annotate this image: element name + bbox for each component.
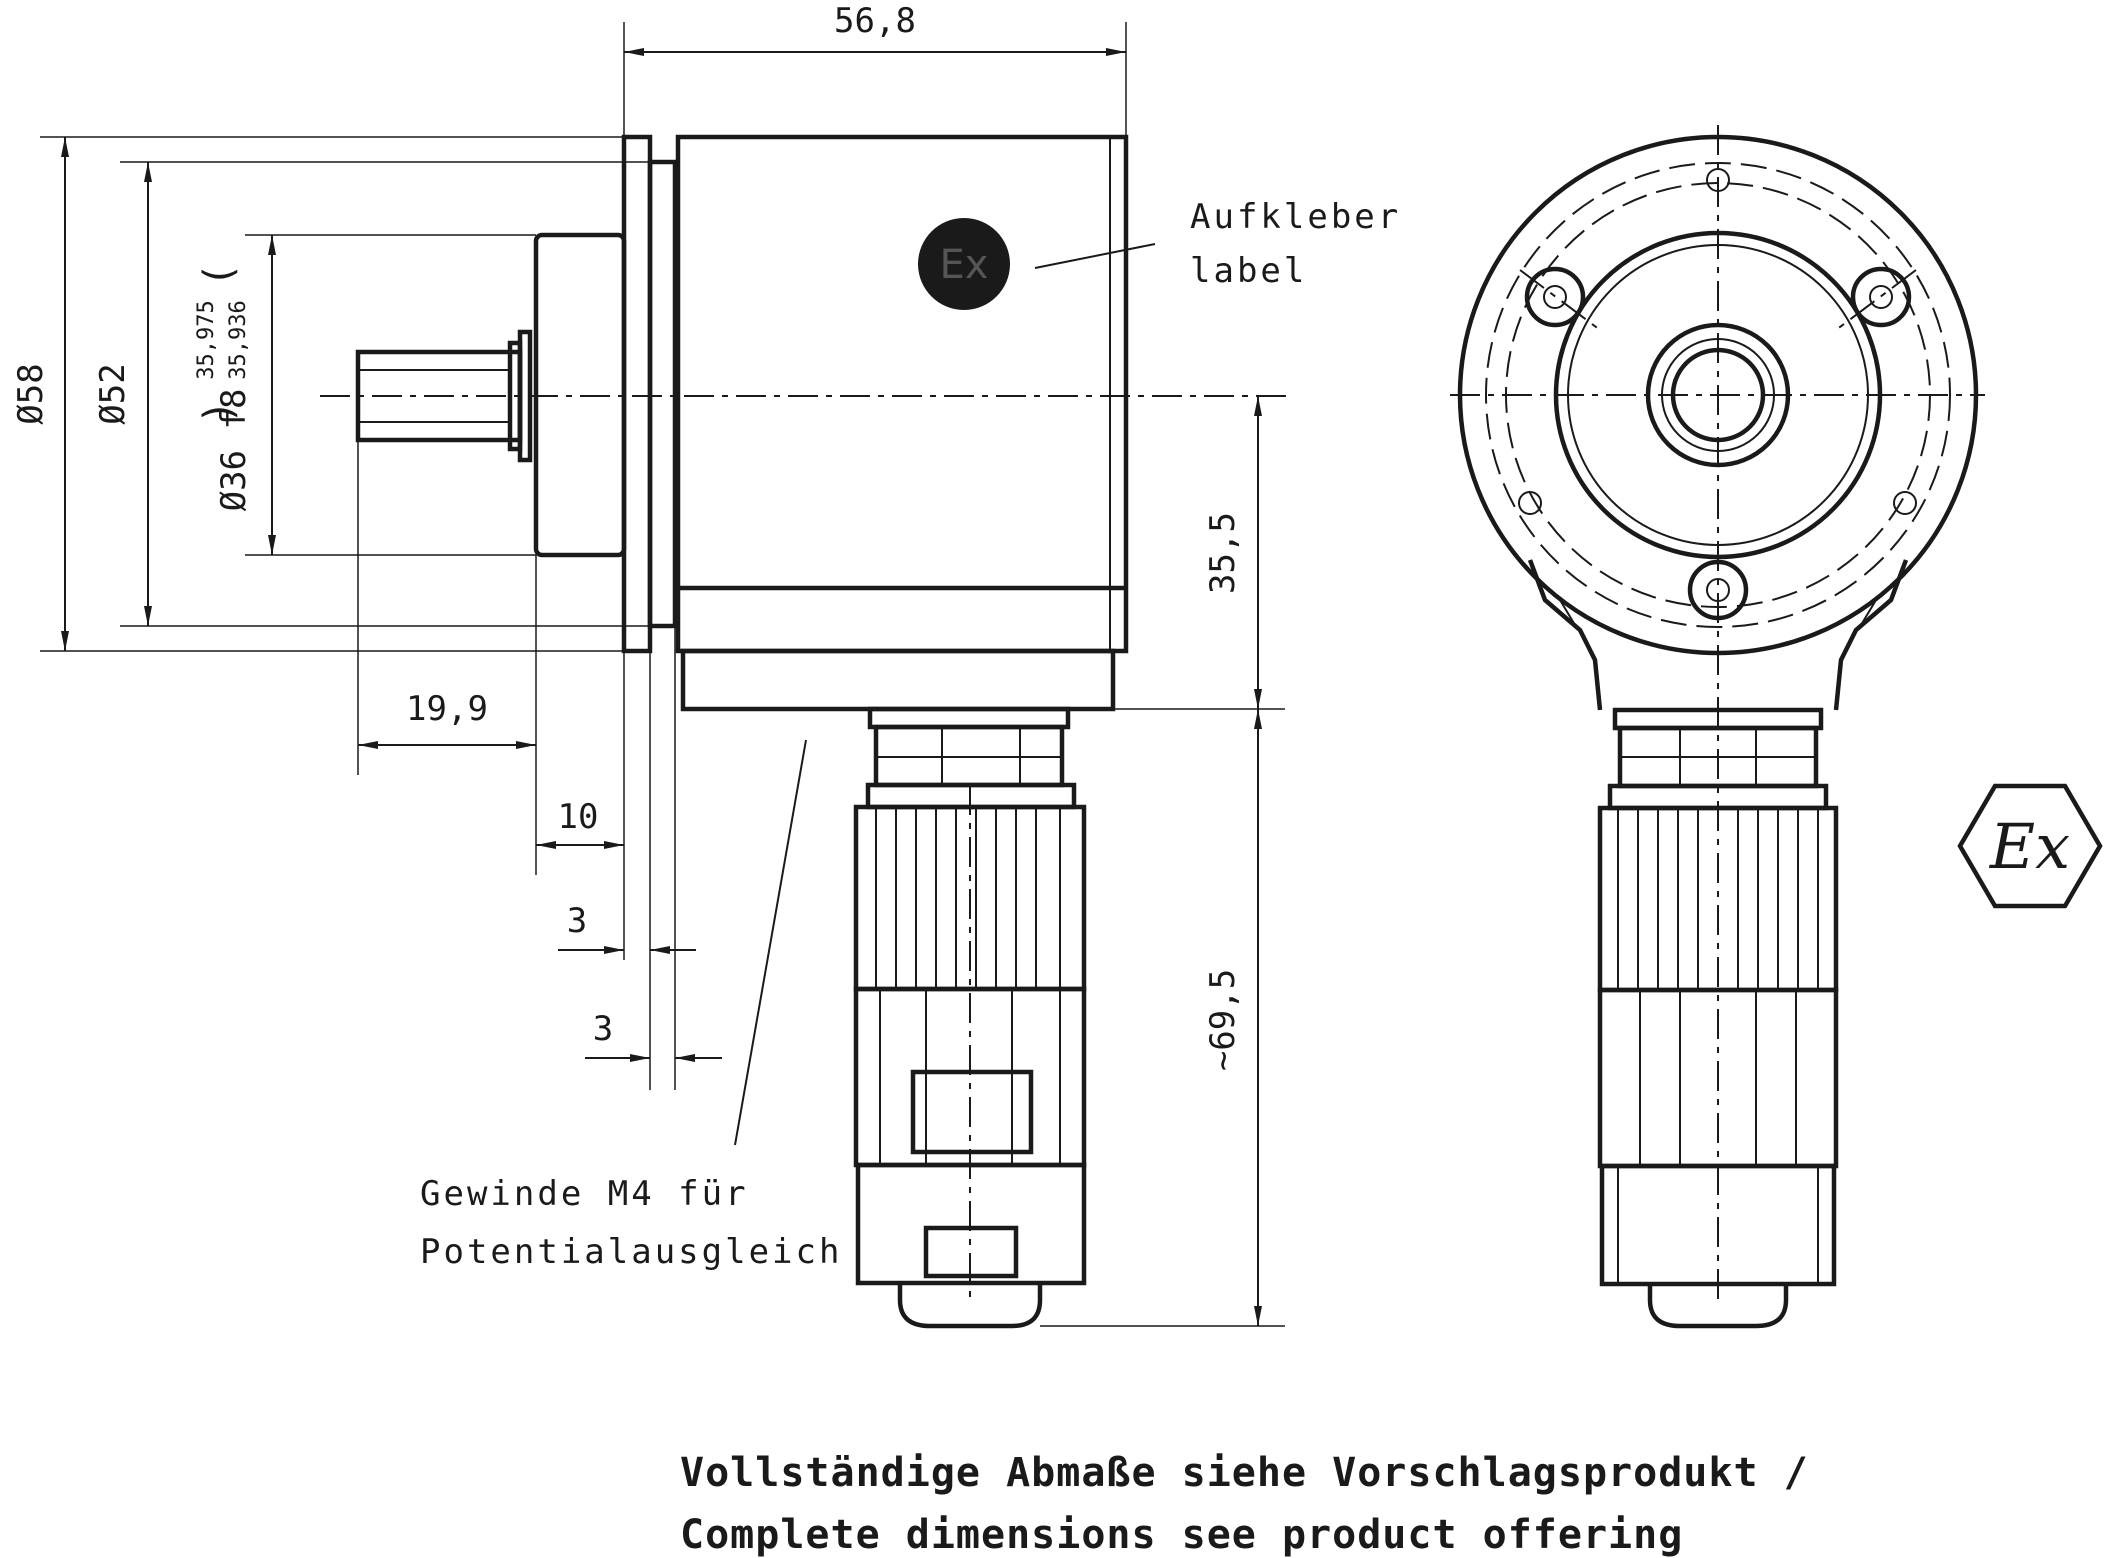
svg-text:Ex: Ex [1989,810,2070,883]
svg-text:): ) [196,400,242,424]
dim-center-to-base: 35,5 [1113,396,1285,710]
svg-text:(: ( [196,263,242,287]
svg-text:56,8: 56,8 [834,1,916,41]
label-note-de: Aufkleber [1190,197,1401,237]
svg-text:35,975: 35,975 [194,300,219,379]
front-connector [1597,707,1839,1329]
svg-text:~69,5: ~69,5 [1203,969,1243,1071]
dim-overall-length: 56,8 [623,1,1127,137]
label-sticker [918,218,1010,310]
dim-dia-52: Ø52 [93,161,650,627]
svg-text:3: 3 [567,901,587,941]
svg-text:3: 3 [593,1009,613,1049]
dim-flange-length: 10 [536,651,625,960]
thread-note-1: Gewinde M4 für [420,1174,749,1214]
dim-dia-58: Ø58 [11,136,624,652]
dim-gap-1: 3 [558,651,696,1090]
svg-text:19,9: 19,9 [406,689,488,729]
sticker-ex-text: Ex [940,242,989,288]
dim-shaft-length: 19,9 [357,440,537,875]
dim-connector-length: ~69,5 [1040,709,1285,1327]
svg-text:Ø36 f8: Ø36 f8 [214,389,254,512]
front-view [1450,125,1985,1329]
ex-symbol: Ex [1957,783,2103,909]
footer-line-1: Vollständige Abmaße siehe Vorschlagsprod… [680,1450,1809,1496]
label-leader [1034,243,1156,269]
dim-dia-36: Ø36 f8 35,975 35,936 ( ) [194,234,536,556]
thread-leader [734,739,807,1146]
dim-gap-2: 3 [585,626,722,1090]
svg-text:Ø58: Ø58 [11,363,51,424]
svg-text:35,936: 35,936 [226,300,251,379]
thread-note-2: Potentialausgleich [420,1232,842,1272]
svg-text:10: 10 [558,797,599,837]
svg-text:35,5: 35,5 [1203,512,1243,594]
label-note-en: label [1190,251,1307,291]
flange [621,134,678,654]
housing [675,134,1129,712]
svg-text:Ø52: Ø52 [93,363,133,424]
side-view: Ex [11,1,1401,1329]
footer-line-2: Complete dimensions see product offering [680,1512,1683,1558]
